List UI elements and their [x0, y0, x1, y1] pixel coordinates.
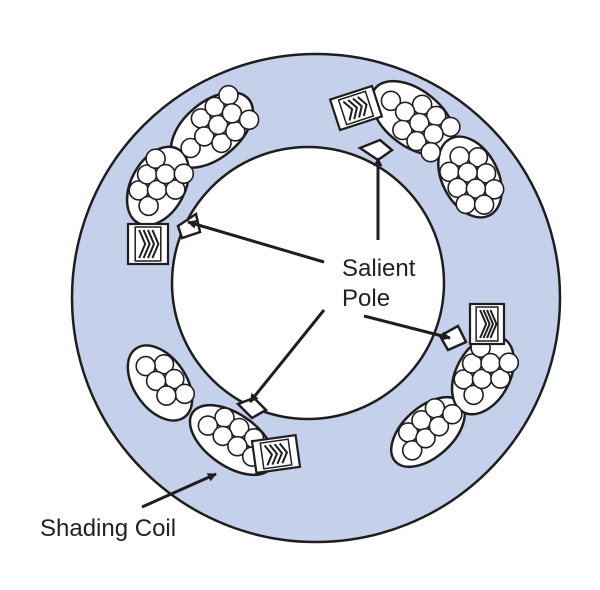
conductor	[455, 193, 477, 215]
pole-notch	[235, 396, 269, 420]
conductor	[465, 178, 487, 199]
conductor	[155, 163, 176, 185]
conductor	[473, 194, 495, 215]
conductor	[165, 179, 186, 200]
conductor	[145, 370, 167, 392]
shading-coil	[328, 84, 384, 132]
conductor	[218, 84, 239, 106]
conductor	[135, 355, 156, 377]
pole-notch	[438, 324, 468, 352]
salient-pole-arrows	[187, 157, 451, 403]
conductor	[415, 427, 436, 449]
pole-notch	[357, 138, 395, 162]
conductor	[420, 141, 442, 163]
conductor	[197, 415, 219, 436]
conductor	[498, 352, 520, 374]
rotor-bore	[170, 145, 446, 421]
conductor	[221, 103, 243, 124]
conductor	[227, 435, 248, 457]
salient-pole-label-line1: Salient	[342, 255, 416, 282]
shading-coil	[468, 302, 506, 346]
conductor	[423, 123, 444, 145]
conductor	[174, 383, 195, 405]
conductor	[428, 415, 450, 437]
conductor	[173, 163, 195, 184]
conductor	[480, 352, 501, 374]
conductor	[463, 384, 484, 406]
shading-coil	[250, 433, 302, 475]
arrow-to-right-pole	[363, 314, 451, 341]
arrow-to-bottom-pole	[248, 309, 326, 403]
conductor	[212, 425, 233, 447]
arrow-to-shading-coil	[141, 472, 217, 509]
conductor	[380, 90, 402, 112]
conductor	[180, 137, 201, 159]
conductor	[138, 195, 159, 217]
shading-coil-label: Shading Coil	[40, 515, 176, 542]
conductor	[490, 368, 511, 389]
conductor	[449, 146, 470, 167]
shading-coils	[126, 84, 506, 475]
conductor	[441, 403, 463, 425]
arrow-to-left-pole	[187, 219, 325, 264]
conductor	[156, 385, 177, 406]
salient-pole-label-line2: Pole	[342, 285, 390, 312]
conductor	[401, 439, 423, 461]
conductor	[238, 109, 260, 131]
conductor	[424, 397, 446, 419]
conductor	[457, 162, 479, 183]
shading-coil	[126, 222, 170, 266]
conductor	[145, 148, 166, 169]
conductor	[406, 130, 427, 152]
